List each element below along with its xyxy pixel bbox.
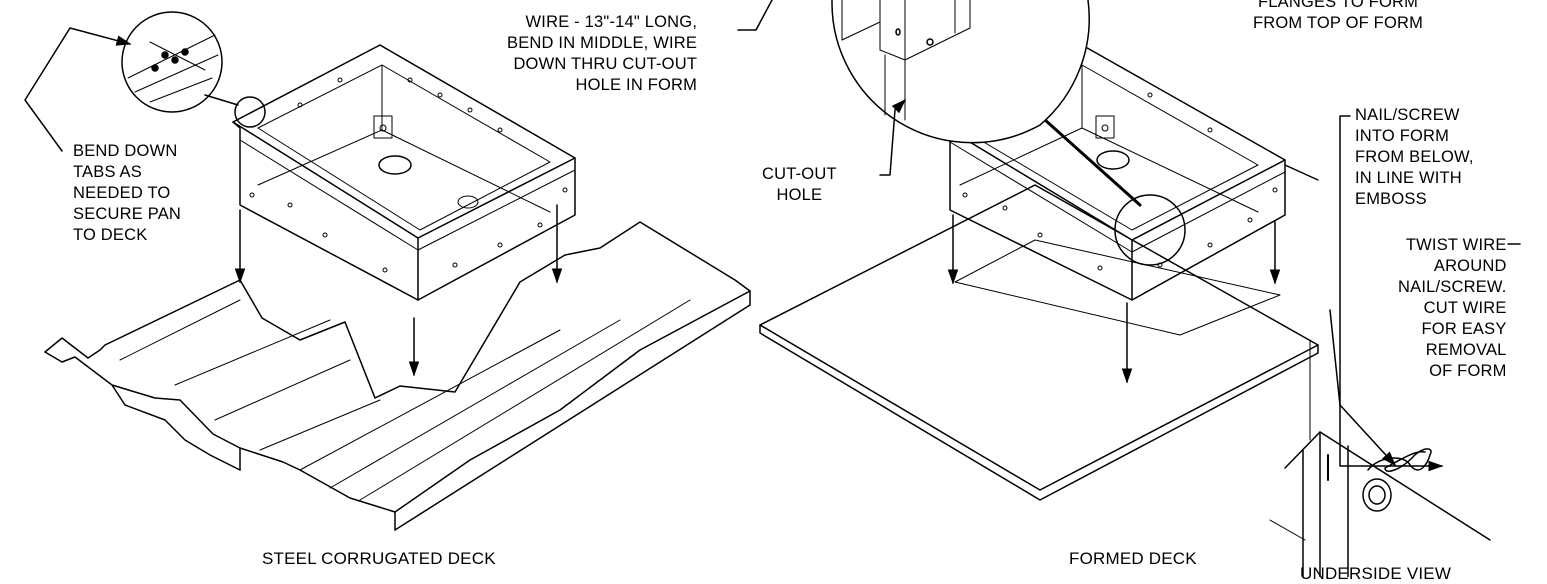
down-arrows-left xyxy=(234,204,563,377)
cutout-hole-label: CUT-OUT HOLE xyxy=(762,165,837,204)
down-arrows-middle xyxy=(947,214,1281,384)
nail-screw-label: NAIL/SCREW INTO FORM FROM BELOW, IN LINE… xyxy=(1355,106,1474,208)
nail-screw-leader xyxy=(1339,115,1444,472)
wire-label: WIRE - 13"-14" LONG, BEND IN MIDDLE, WIR… xyxy=(507,13,698,94)
bend-tabs-leader xyxy=(24,27,132,152)
caption-steel-corrugated-deck: STEEL CORRUGATED DECK xyxy=(262,549,496,568)
twist-wire-label: TWIST WIRE AROUND NAIL/SCREW. CUT WIRE F… xyxy=(1398,236,1507,380)
detail-circle-tabs xyxy=(121,11,266,128)
pan-form-left xyxy=(232,44,576,301)
bend-tabs-label: BEND DOWN TABS AS NEEDED TO SECURE PAN T… xyxy=(73,142,182,244)
caption-formed-deck: FORMED DECK xyxy=(1069,549,1197,568)
caption-underside-view: UNDERSIDE VIEW xyxy=(1300,564,1452,583)
underside-view xyxy=(1269,339,1491,577)
cutout-leader xyxy=(879,98,907,176)
wire-leader xyxy=(737,0,773,31)
formed-deck-board xyxy=(759,184,1319,501)
flanges-label: FLANGES TO FORM FROM TOP OF FORM xyxy=(1253,0,1424,32)
corrugated-deck xyxy=(44,221,751,531)
